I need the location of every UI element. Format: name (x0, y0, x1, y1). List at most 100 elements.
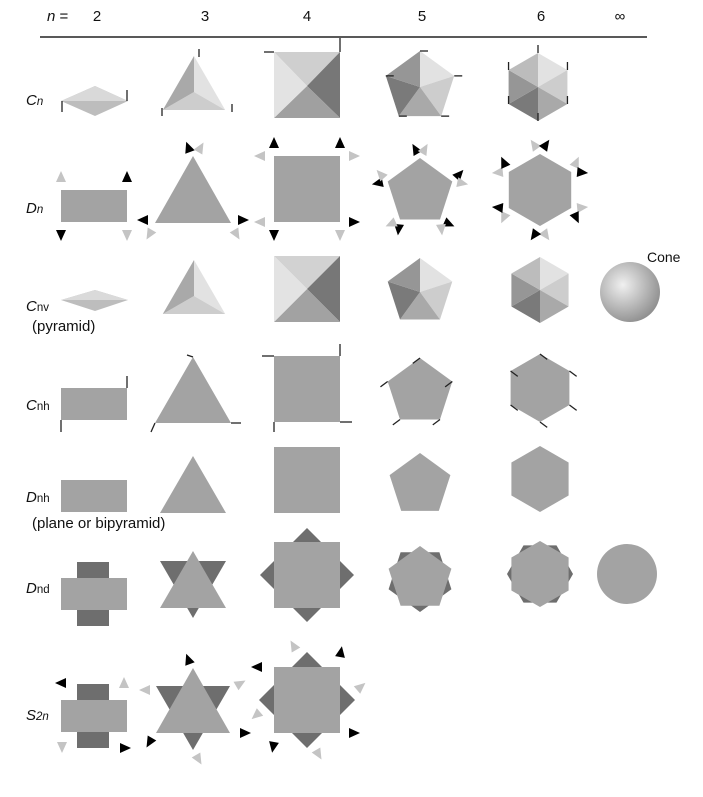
pyramid-face (538, 53, 568, 87)
flag-light (233, 680, 246, 691)
flag-light (353, 682, 366, 694)
column-header-4: 4 (302, 8, 312, 25)
cn-5-shape (385, 50, 463, 117)
dnh-4-shape (274, 447, 340, 513)
flag-dark (269, 230, 279, 241)
flag-light (576, 203, 589, 213)
pyramid-face (540, 290, 569, 323)
row-subscript: nd (36, 584, 50, 596)
disk-shape (597, 544, 657, 604)
pyramid-face (162, 92, 226, 110)
pyramid-face (538, 87, 568, 121)
flag-light (538, 228, 550, 241)
cn-6-shape (507, 45, 569, 121)
pentagon-face (389, 453, 451, 511)
cn-3-shape (161, 49, 233, 116)
s2n-2-shape (55, 677, 131, 753)
flag-dark (530, 228, 542, 241)
flag-light (501, 211, 511, 224)
disk-face (597, 544, 657, 604)
triangle-face (160, 551, 226, 608)
row-label-cnv: Cnv (26, 298, 49, 315)
row-symbol: C (26, 92, 37, 109)
flag-stroke (412, 357, 421, 364)
dnd-5-shape (388, 546, 452, 612)
dnh-6-shape (511, 446, 569, 512)
row-label-s2n: S2n (26, 707, 49, 724)
row-subscript: nh (36, 401, 50, 413)
row-symbol: D (26, 489, 37, 506)
row-label-cn: Cn (26, 92, 43, 109)
flag-dark (146, 735, 157, 748)
pyramid-face (307, 52, 340, 118)
flag-dark (576, 167, 589, 177)
dnh-5-shape (389, 453, 451, 511)
equals-sign: = (59, 8, 69, 25)
flag-dark (185, 653, 195, 666)
bipyramid-top (61, 86, 128, 101)
flag-light (530, 139, 542, 152)
dn-4-shape (254, 137, 360, 241)
flag-dark (349, 217, 360, 227)
triangle-face (155, 357, 231, 423)
triangle-face (156, 668, 230, 733)
flag-light (417, 143, 428, 156)
square-face (274, 447, 340, 513)
flag-light (290, 640, 301, 653)
column-header-3: 3 (200, 8, 210, 25)
flag-dark (335, 646, 345, 658)
pyramid-face (508, 87, 538, 121)
dn-5-shape (371, 143, 469, 236)
rectangle-face (61, 578, 127, 610)
n-equals-label: n = (47, 8, 68, 25)
dnd-2-shape (61, 562, 127, 626)
flag-dark (55, 678, 66, 688)
flag-stroke (569, 370, 578, 377)
flag-stroke (150, 422, 156, 433)
flag-dark (491, 203, 504, 213)
flag-dark (238, 215, 249, 225)
pyramid-face (162, 260, 194, 314)
dn-2-shape (56, 171, 132, 241)
flag-light (251, 708, 264, 720)
cnh-3-shape (150, 354, 241, 433)
flag-light (335, 230, 345, 241)
square-face (274, 356, 340, 422)
flag-stroke (380, 380, 389, 388)
row-symbol: D (26, 200, 37, 217)
cnh-6-shape (510, 353, 578, 428)
row-label-dn: Dn (26, 200, 43, 217)
flag-light (193, 142, 204, 155)
flag-dark (122, 171, 132, 182)
pyramid-face (538, 70, 568, 104)
cnh-4-shape (262, 344, 352, 432)
flag-dark (501, 156, 511, 169)
pyramid-face (540, 273, 569, 307)
pyramid-face (511, 273, 540, 307)
flag-light (436, 223, 446, 236)
column-header-6: 6 (536, 8, 546, 25)
flag-stroke (510, 370, 519, 377)
flag-dark (269, 741, 279, 753)
pyramid-face (400, 292, 440, 320)
flag-dark (452, 169, 464, 182)
flag-dark (269, 137, 279, 148)
flag-stroke (392, 418, 401, 426)
flag-light (349, 151, 360, 161)
column-header-infinity: ∞ (614, 8, 626, 25)
cnv-2-shape (61, 290, 128, 311)
pyramid-face (274, 52, 307, 118)
pyramid-face (274, 256, 307, 322)
flag-dark (56, 230, 66, 241)
flag-dark (251, 662, 262, 672)
cnv-6-shape (511, 257, 569, 323)
hexagon-face (508, 154, 572, 226)
dnh-3-shape (160, 456, 226, 513)
pyramid-face (274, 256, 340, 289)
flag-light (385, 217, 398, 227)
cnv-3-shape (162, 260, 226, 314)
s2n-4-shape (251, 640, 366, 760)
cnh-2-shape (60, 376, 128, 432)
square-face (274, 156, 340, 222)
row-label-cnh: Cnh (26, 397, 50, 414)
